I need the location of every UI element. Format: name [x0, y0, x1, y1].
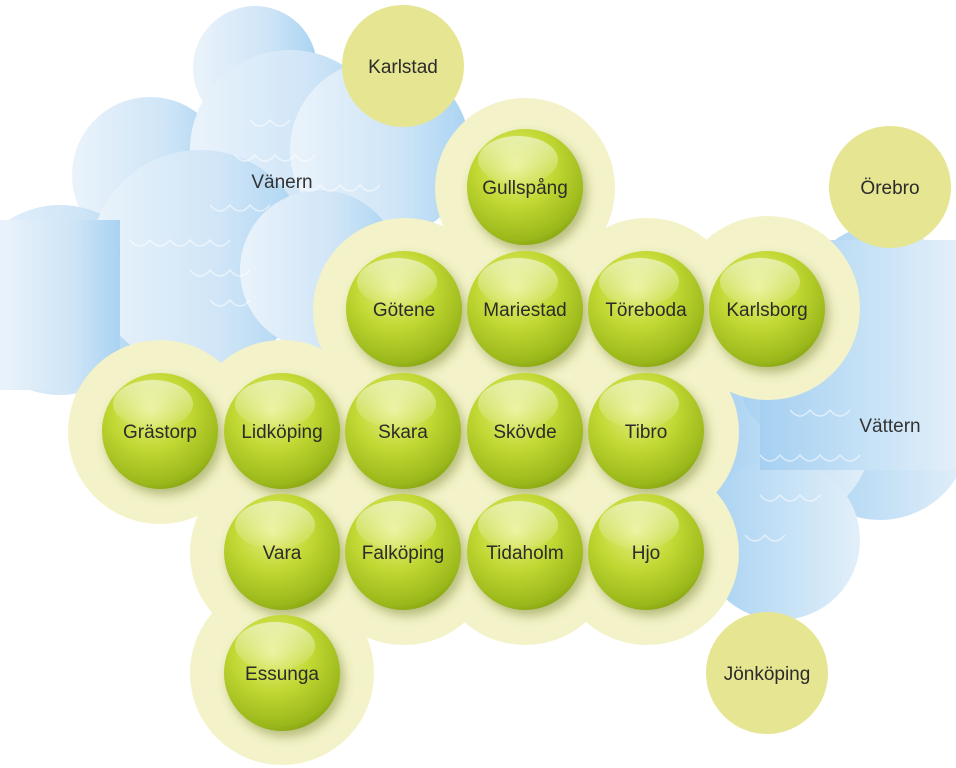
municipality-essunga[interactable]: Essunga: [224, 615, 340, 731]
municipality-label: Skövde: [493, 422, 556, 443]
municipality-label: Essunga: [245, 664, 319, 685]
municipality-label: Grästorp: [123, 422, 197, 443]
outer-town-jonkoping: Jönköping: [706, 612, 828, 734]
municipality-vara[interactable]: Vara: [224, 494, 340, 610]
municipality-falkoping[interactable]: Falköping: [345, 494, 461, 610]
municipality-gullspang[interactable]: Gullspång: [467, 129, 583, 245]
municipality-label: Hjo: [632, 543, 661, 564]
municipality-toreboda[interactable]: Töreboda: [588, 251, 704, 367]
municipality-label: Götene: [373, 300, 435, 321]
lake-vanern: Vänern: [0, 6, 470, 395]
municipality-skovde[interactable]: Skövde: [467, 373, 583, 489]
municipality-hjo[interactable]: Hjo: [588, 494, 704, 610]
municipality-karlsborg[interactable]: Karlsborg: [709, 251, 825, 367]
lake-vanern-label: Vänern: [251, 172, 312, 193]
outer-town-karlstad: Karlstad: [342, 5, 464, 127]
municipality-tidaholm[interactable]: Tidaholm: [467, 494, 583, 610]
municipality-label: Falköping: [362, 543, 444, 564]
town-label: Karlstad: [368, 57, 438, 78]
municipality-grastorp[interactable]: Grästorp: [102, 373, 218, 489]
municipality-label: Karlsborg: [726, 300, 807, 321]
town-label: Örebro: [860, 178, 919, 199]
municipality-label: Lidköping: [241, 422, 322, 443]
municipality-gotene[interactable]: Götene: [346, 251, 462, 367]
municipality-mariestad[interactable]: Mariestad: [467, 251, 583, 367]
municipality-label: Skara: [378, 422, 428, 443]
municipality-skara[interactable]: Skara: [345, 373, 461, 489]
municipality-label: Mariestad: [483, 300, 566, 321]
municipality-lidkoping[interactable]: Lidköping: [224, 373, 340, 489]
municipality-label: Tibro: [625, 422, 668, 443]
municipality-label: Tidaholm: [486, 543, 563, 564]
town-label: Jönköping: [724, 664, 811, 685]
lake-vattern-label: Vättern: [859, 416, 920, 437]
outer-town-orebro: Örebro: [829, 126, 951, 248]
municipality-label: Töreboda: [605, 300, 687, 321]
municipality-label: Vara: [263, 543, 302, 564]
municipality-tibro[interactable]: Tibro: [588, 373, 704, 489]
municipality-label: Gullspång: [482, 178, 568, 199]
